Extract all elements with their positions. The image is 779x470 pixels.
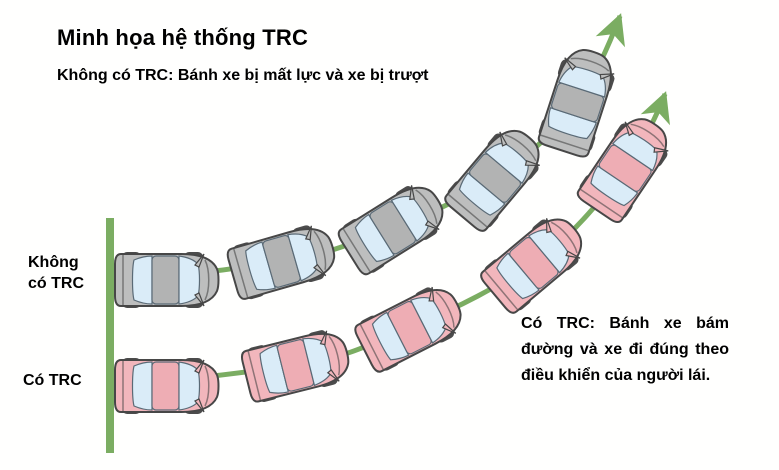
car-with-trc-1 — [114, 357, 220, 415]
diagram-title: Minh họa hệ thống TRC — [57, 25, 309, 50]
subtitle-without-trc: Không có TRC: Bánh xe bị mất lực và xe b… — [57, 67, 429, 84]
car-with-trc-3 — [350, 277, 471, 377]
car-without-trc-3 — [334, 174, 454, 280]
car-without-trc-4 — [440, 118, 552, 236]
car-with-trc-4 — [476, 206, 594, 318]
track-label-without-trc: Không có TRC — [28, 254, 84, 292]
car-without-trc-2 — [224, 218, 342, 304]
note-line-3: điều khiển của người lái. — [521, 367, 711, 384]
track-label-with-trc: Có TRC — [23, 372, 82, 389]
note-line-2: đường và xe đi đúng theo — [521, 341, 729, 358]
car-with-trc-2 — [238, 324, 355, 406]
note-line-1: Có TRC: Bánh xe bám — [521, 315, 729, 332]
car-without-trc-5 — [534, 42, 622, 161]
note-with-trc: Có TRC: Bánh xe bám đường và xe đi đúng … — [521, 311, 729, 389]
car-without-trc-1 — [114, 251, 220, 309]
